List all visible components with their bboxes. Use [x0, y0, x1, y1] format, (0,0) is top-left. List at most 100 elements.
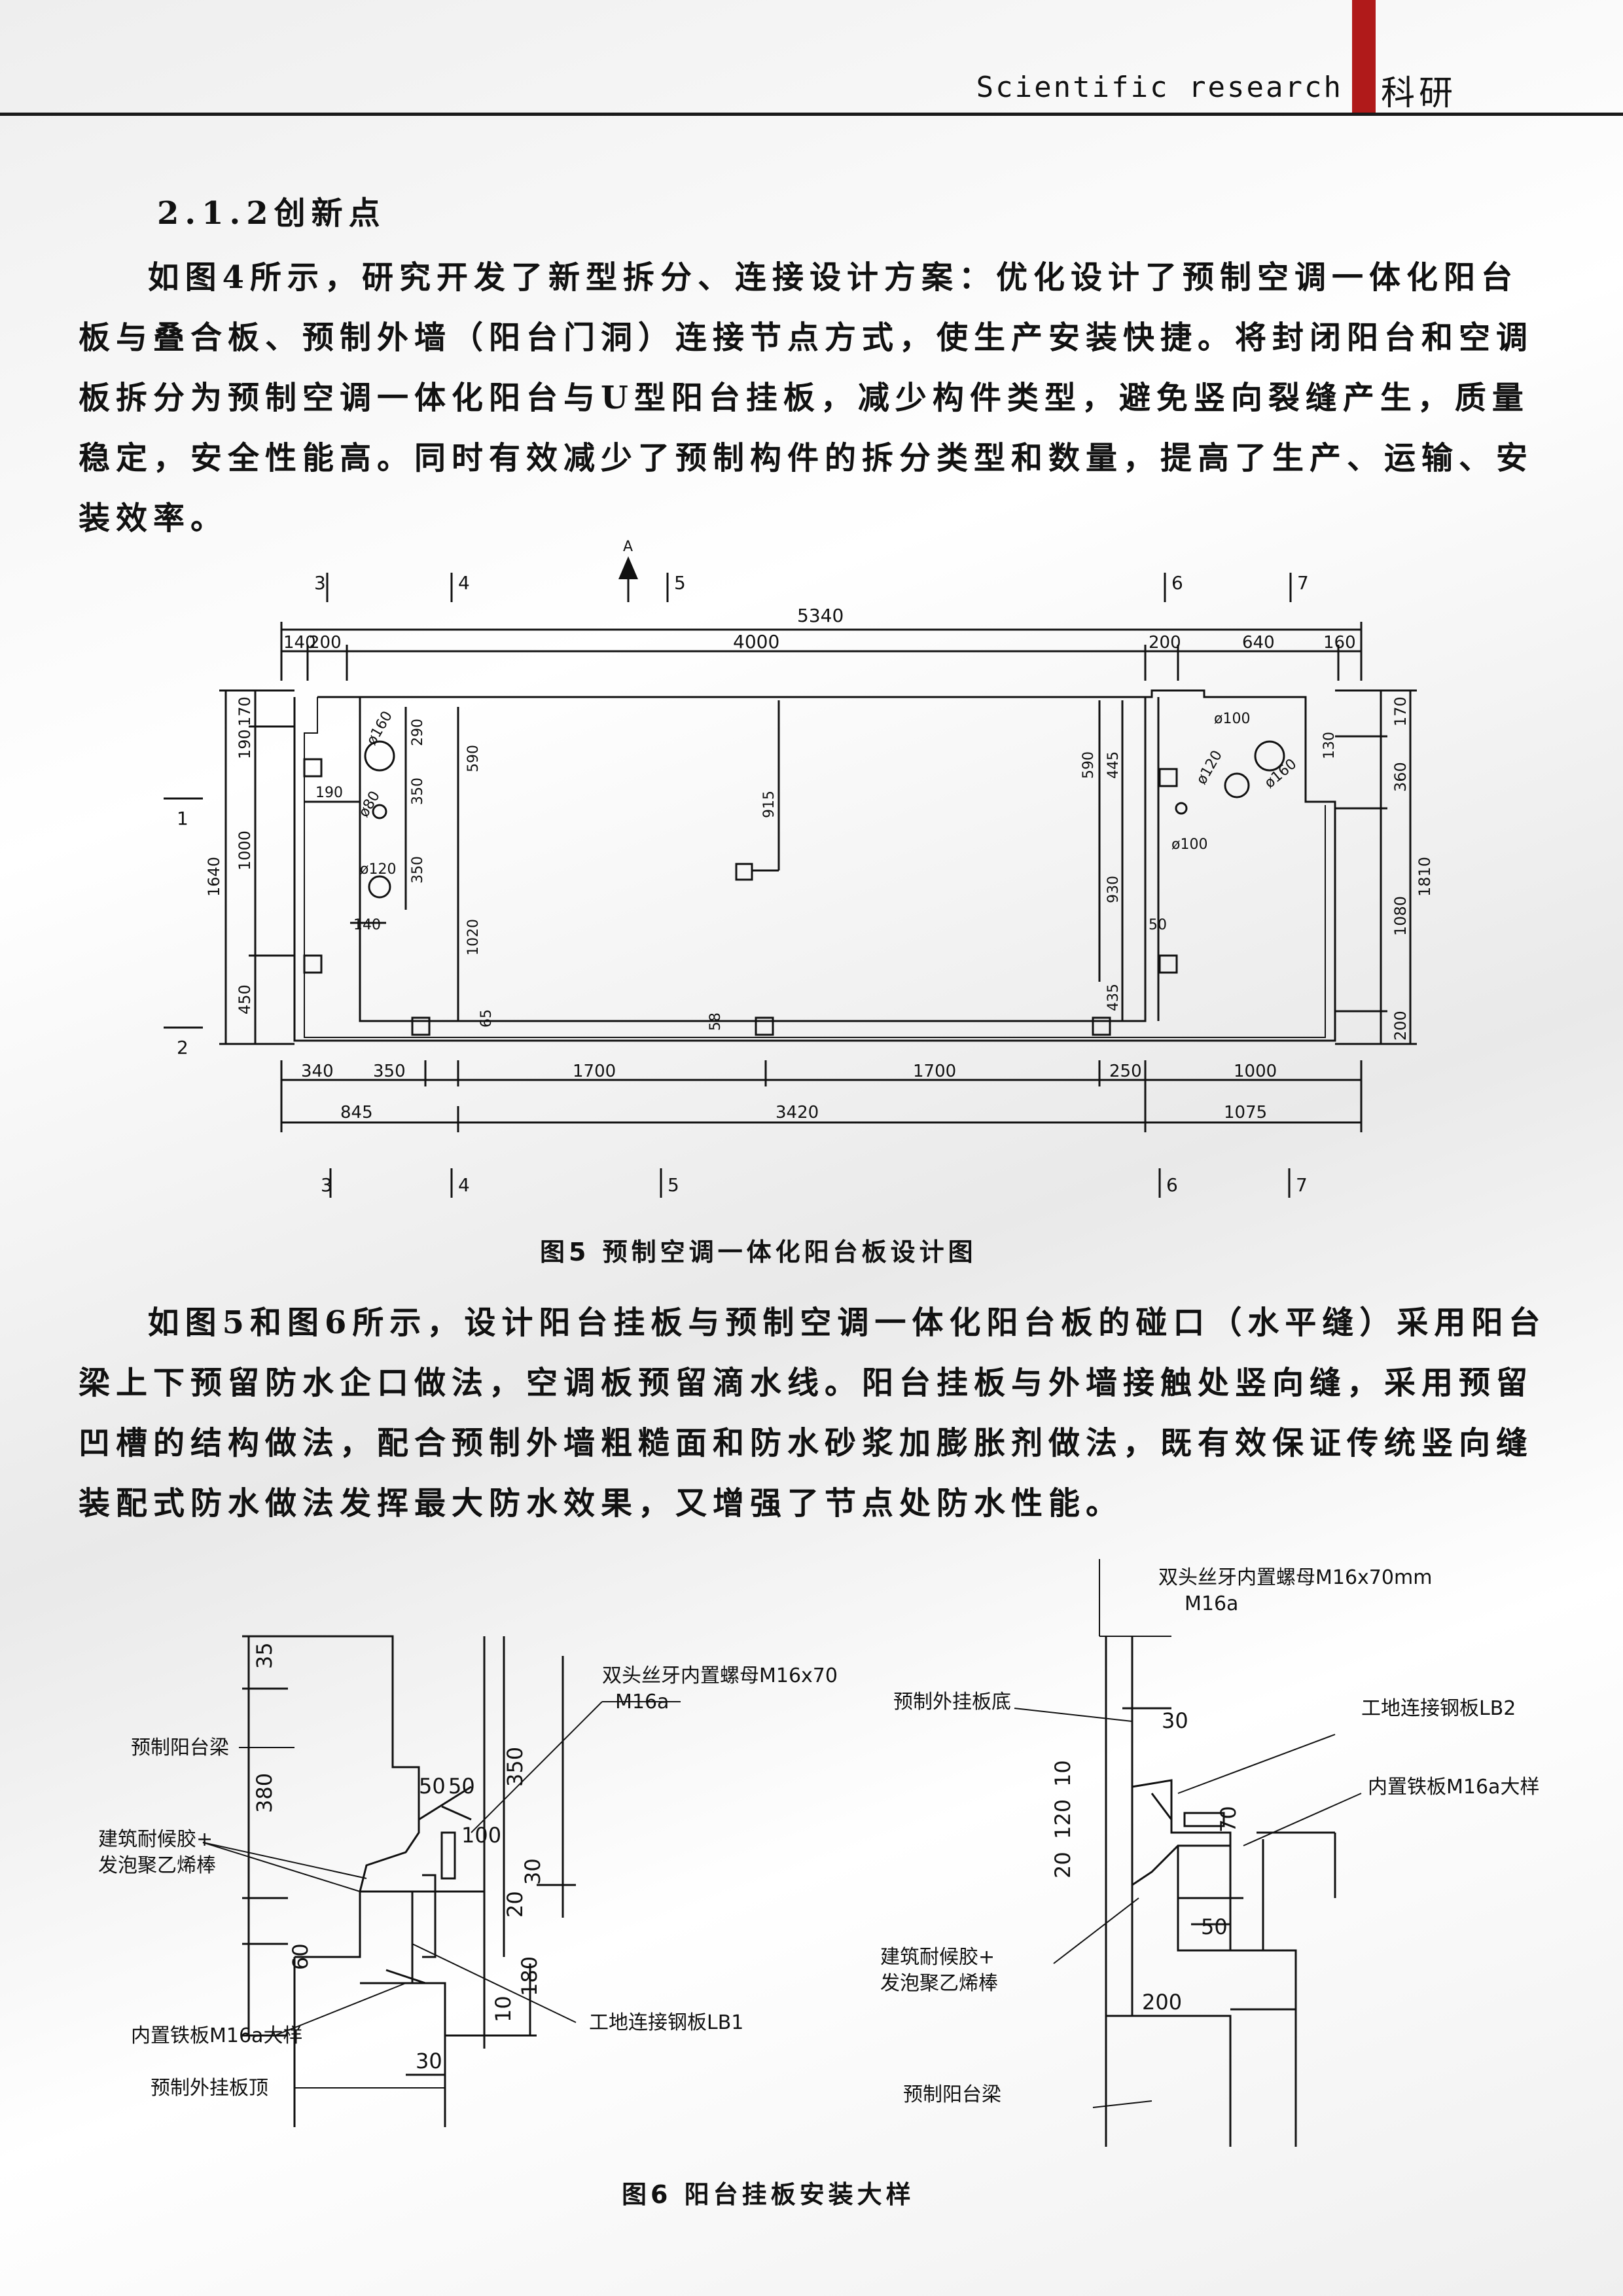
header-chinese: 科研: [1381, 74, 1457, 113]
fig5-axis-label: 7: [1297, 572, 1309, 594]
fig6-left-dim: 380: [252, 1773, 277, 1813]
fig5-top-dim: 4000: [733, 631, 779, 653]
fig5-left-dim: 170: [236, 696, 254, 726]
fig5-right-dim: 200: [1391, 1011, 1410, 1041]
fig6-left-label: 预制外挂板顶: [151, 2077, 268, 2100]
fig6-right-dim: 20: [1050, 1852, 1075, 1878]
fig5-inner-label: 445: [1105, 751, 1122, 779]
fig5-inner-label: 590: [465, 745, 482, 772]
fig5-inner-label: 590: [1080, 751, 1097, 779]
fig5-axis-label: 6: [1171, 572, 1183, 594]
fig5-inner-label: 190: [315, 785, 343, 801]
fig5-bottom-dim: 1075: [1224, 1103, 1267, 1122]
fig5-right-dim: 1810: [1416, 857, 1434, 897]
fig6-right-label: 预制阳台梁: [903, 2083, 1001, 2106]
fig5-inner-label: ø100: [1171, 836, 1207, 853]
fig6-right-dim: 120: [1050, 1799, 1075, 1839]
fig5-inner-label: ø120: [360, 861, 396, 878]
fig5-inner-label: 915: [761, 791, 777, 818]
paragraph-2-text: 如图5和图6所示，设计阳台挂板与预制空调一体化阳台板的碰口（水平缝）采用阳台梁上…: [79, 1304, 1546, 1522]
figure-6-left-drawing: 预制阳台梁 建筑耐候胶+ 发泡聚乙烯棒 内置铁板M16a大样 预制外挂板顶 双头…: [98, 1635, 838, 2127]
fig6-right-label: 发泡聚乙烯棒: [880, 1972, 998, 1995]
fig5-inner-label: ø120: [1194, 747, 1226, 787]
fig5-bottom-dim: 340: [301, 1062, 334, 1081]
fig6-right-label: 内置铁板M16a大样: [1368, 1776, 1539, 1799]
fig5-left-dim: 1640: [205, 857, 223, 897]
header-accent-bar: [1352, 0, 1376, 113]
fig5-top-dim: 200: [309, 633, 342, 653]
fig6-left-label: 内置铁板M16a大样: [131, 2024, 302, 2047]
fig5-inner-label: ø100: [1214, 711, 1250, 727]
fig5-inner-label: 1020: [465, 919, 482, 956]
fig6-left-dim: 30: [520, 1858, 545, 1885]
fig5-bottom-dim: 250: [1109, 1062, 1142, 1081]
fig6-left-dim: 10: [491, 1996, 516, 2022]
fig6-left-dim: 50: [448, 1774, 475, 1799]
fig6-right-dim: 200: [1142, 1990, 1182, 2015]
fig6-left-dim: 35: [252, 1642, 277, 1669]
fig5-inner-label: 435: [1105, 984, 1122, 1011]
header-rule: [0, 113, 1623, 116]
fig6-right-label: 工地连接钢板LB2: [1361, 1697, 1516, 1720]
fig5-top-dim: 160: [1323, 633, 1356, 653]
fig5-axis-label: 4: [458, 1174, 470, 1196]
fig5-top-dim: 140: [283, 633, 316, 653]
fig5-top-dim: 640: [1242, 633, 1275, 653]
fig5-bottom-dim: 845: [340, 1103, 373, 1122]
fig5-axis-label: 7: [1296, 1174, 1308, 1196]
fig5-top-dim: 200: [1149, 633, 1181, 653]
fig5-bottom-dim: 350: [373, 1062, 406, 1081]
figure-5-drawing: 3 4 5 6 7 A 5 340 140 200 4000 200 640 16…: [164, 539, 1434, 1198]
figure-5-caption: 图5 预制空调一体化阳台板设计图: [540, 1238, 977, 1266]
fig6-left-dim: 350: [503, 1747, 527, 1787]
fig6-left-dim: 60: [288, 1943, 313, 1970]
fig5-axis-label: 5: [668, 1174, 679, 1196]
fig6-left-label: M16a: [615, 1691, 669, 1713]
fig5-axis-label: 4: [458, 572, 470, 594]
fig6-left-dim: 20: [503, 1891, 527, 1918]
fig5-inner-label: 140: [353, 917, 381, 933]
fig5-inner-label: 50: [1149, 917, 1167, 933]
header-english: Scientific research: [976, 71, 1343, 104]
fig5-axis-label: 5: [674, 572, 686, 594]
fig6-right-dim: 70: [1216, 1806, 1241, 1833]
fig5-inner-label: 930: [1105, 876, 1122, 903]
page-header: Scientific research 科研: [0, 0, 1623, 118]
fig6-right-label: M16a: [1185, 1592, 1238, 1615]
fig5-side-mark: 2: [177, 1037, 188, 1058]
fig5-section-mark: A: [623, 539, 633, 555]
paragraph-1: 如图4所示，研究开发了新型拆分、连接设计方案：优化设计了预制空调一体化阳台板与叠…: [79, 247, 1544, 548]
fig5-bottom-dim: 1700: [913, 1062, 956, 1081]
fig6-right-dim: 10: [1050, 1760, 1075, 1787]
paragraph-2: 如图5和图6所示，设计阳台挂板与预制空调一体化阳台板的碰口（水平缝）采用阳台梁上…: [79, 1293, 1558, 1534]
fig5-left-dim: 1000: [236, 831, 254, 870]
section-title: 2.1.2创新点: [157, 195, 386, 232]
fig5-inner-label: 130: [1321, 732, 1338, 759]
fig5-inner-label: 350: [410, 856, 426, 884]
fig5-axis-label: 3: [321, 1174, 332, 1196]
fig6-right-label: 双头丝牙内置螺母M16x70mm: [1158, 1566, 1432, 1589]
fig6-left-label: 预制阳台梁: [131, 1736, 229, 1759]
figure-6-caption: 图6 阳台挂板安装大样: [622, 2180, 915, 2209]
fig6-left-dim: 180: [517, 1956, 542, 1996]
fig5-bottom-dim: 1000: [1234, 1062, 1277, 1081]
paragraph-1-text: 如图4所示，研究开发了新型拆分、连接设计方案：优化设计了预制空调一体化阳台板与叠…: [79, 259, 1534, 537]
fig5-inner-label: ø160: [364, 708, 396, 748]
fig5-inner-label: 290: [410, 719, 426, 746]
fig6-left-dim: 100: [461, 1823, 501, 1848]
fig5-axis-label: 6: [1166, 1174, 1178, 1196]
fig5-right-dim: 1080: [1391, 896, 1410, 936]
fig5-inner-label: 65: [478, 1009, 495, 1028]
fig5-left-dim: 190: [236, 729, 254, 759]
fig5-inner-label: 58: [707, 1013, 724, 1031]
figure-6-right-drawing: 双头丝牙内置螺母M16x70mm M16a 预制外挂板底 工地连接钢板LB2 内…: [880, 1559, 1539, 2147]
fig5-bottom-dim: 3420: [776, 1103, 819, 1122]
fig5-right-dim: 170: [1391, 696, 1410, 726]
fig6-right-label: 建筑耐候胶+: [880, 1946, 995, 1969]
fig6-left-label: 建筑耐候胶+: [98, 1828, 213, 1851]
fig5-inner-label: ø160: [1262, 756, 1300, 792]
fig5-right-dim: 360: [1391, 762, 1410, 792]
fig5-axis-label: 3: [314, 572, 326, 594]
fig6-left-dim: 50: [419, 1774, 446, 1799]
fig5-left-dim: 450: [236, 984, 254, 1014]
